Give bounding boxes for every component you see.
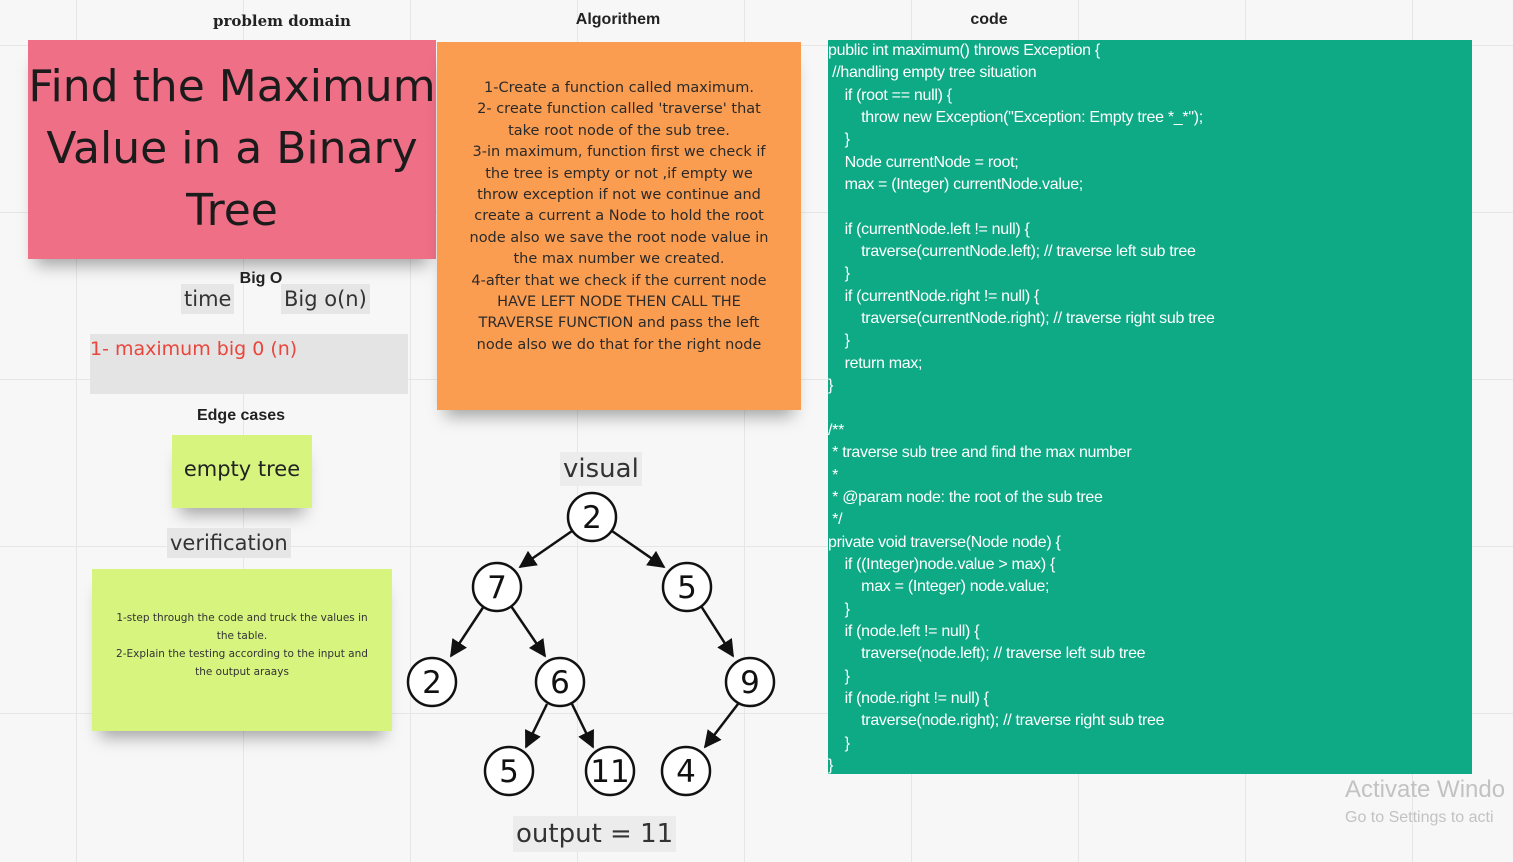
code-line: } xyxy=(828,332,850,350)
big-o-value: Big o(n) xyxy=(281,284,370,314)
code-line: */ xyxy=(828,511,843,529)
code-line: traverse(currentNode.left); // traverse … xyxy=(828,243,1196,261)
code-line: //handling empty tree situation xyxy=(828,64,1037,82)
code-line: max = (Integer) node.value; xyxy=(828,578,1050,596)
algorithm-sticky-note[interactable]: 1-Create a function called maximum. 2- c… xyxy=(437,42,801,410)
verification-text: 1-step through the code and truck the va… xyxy=(116,612,368,678)
edge-9-4 xyxy=(703,703,739,749)
code-line: } xyxy=(828,667,850,685)
tree-node[interactable]: 2 xyxy=(406,656,458,708)
tree-node-label: 9 xyxy=(740,665,760,701)
edge-2-7 xyxy=(518,529,573,569)
tree-edges xyxy=(449,529,739,749)
visual-label: visual xyxy=(560,452,642,486)
code-line: if (node.right != null) { xyxy=(828,689,989,707)
code-line: * @param node: the root of the sub tree xyxy=(828,488,1103,506)
code-line: traverse(node.left); // traverse left su… xyxy=(828,645,1146,663)
edge-7-6 xyxy=(509,605,547,658)
edge-2-5 xyxy=(611,529,666,569)
tree-node-label: 6 xyxy=(550,665,570,701)
code-line: } xyxy=(828,265,850,283)
edge-5-9 xyxy=(699,605,735,658)
code-line: * xyxy=(828,466,839,484)
edge-7-2 xyxy=(449,605,486,658)
tree-node[interactable]: 9 xyxy=(724,656,776,708)
tree-node[interactable]: 2 xyxy=(566,491,618,543)
tree-node-label: 2 xyxy=(422,665,442,701)
code-sticky-note[interactable]: public int maximum() throws Exception { … xyxy=(828,40,1472,774)
tree-node-label: 7 xyxy=(487,570,507,606)
code-line: traverse(node.right); // traverse right … xyxy=(828,712,1165,730)
big-o-item-box[interactable]: 1- maximum big 0 (n) xyxy=(90,334,408,394)
tree-nodes: 2 7 5 2 6 9 5 11 4 xyxy=(406,491,776,797)
code-line: if ((Integer)node.value > max) { xyxy=(828,555,1056,573)
tree-node-label: 2 xyxy=(582,500,602,536)
tree-node[interactable]: 11 xyxy=(584,745,636,797)
tree-node-label: 4 xyxy=(676,754,696,790)
big-o-time-label: time xyxy=(181,284,235,314)
algorithm-text: 1-Create a function called maximum. 2- c… xyxy=(469,80,769,353)
code-line: if (node.left != null) { xyxy=(828,622,980,640)
edge-case-text: empty tree xyxy=(183,457,301,481)
edge-6-11 xyxy=(570,703,595,749)
code-line: traverse(currentNode.right); // traverse… xyxy=(828,310,1215,328)
verification-label: verification xyxy=(167,528,291,558)
code-line: throw new Exception("Exception: Empty tr… xyxy=(828,109,1203,127)
tree-node[interactable]: 7 xyxy=(471,561,523,613)
big-o-label: Big O xyxy=(239,270,283,287)
code-line: Node currentNode = root; xyxy=(828,153,1019,171)
code-line: } xyxy=(828,377,834,395)
tree-node-label: 5 xyxy=(677,570,697,606)
code-line: * traverse sub tree and find the max num… xyxy=(828,444,1132,462)
title-sticky-note[interactable]: Find the Maximum Value in a Binary Tree xyxy=(28,40,436,259)
code-block: public int maximum() throws Exception { … xyxy=(828,40,1472,777)
edge-6-5 xyxy=(524,703,549,749)
code-line xyxy=(828,196,1472,218)
code-line: public int maximum() throws Exception { xyxy=(828,42,1100,59)
tree-node[interactable]: 5 xyxy=(661,561,713,613)
activate-windows-watermark: Activate Windo xyxy=(1345,776,1506,803)
tree-node[interactable]: 5 xyxy=(483,745,535,797)
tree-node[interactable]: 4 xyxy=(660,745,712,797)
code-line: private void traverse(Node node) { xyxy=(828,533,1061,551)
code-line: max = (Integer) currentNode.value; xyxy=(828,176,1084,194)
header-code: code xyxy=(970,11,1008,28)
code-line: if (currentNode.left != null) { xyxy=(828,220,1030,238)
tree-node[interactable]: 6 xyxy=(534,656,586,708)
output-label: output = 11 xyxy=(513,816,677,852)
header-algorithm: Algorithem xyxy=(575,11,661,28)
verification-sticky-note[interactable]: 1-step through the code and truck the va… xyxy=(92,569,392,731)
code-line: } xyxy=(828,757,834,774)
binary-tree-diagram: 2 7 5 2 6 9 5 11 4 xyxy=(406,491,776,797)
code-line xyxy=(828,398,1472,420)
code-line: } xyxy=(828,600,850,618)
code-line: /** xyxy=(828,421,844,439)
code-line: if (root == null) { xyxy=(828,86,953,104)
tree-node-label: 5 xyxy=(499,754,519,790)
edge-case-sticky-note[interactable]: empty tree xyxy=(172,435,312,508)
activate-windows-settings-hint: Go to Settings to acti xyxy=(1345,809,1494,826)
code-line: if (currentNode.right != null) { xyxy=(828,287,1040,305)
code-line: return max; xyxy=(828,354,923,372)
code-line: } xyxy=(828,734,850,752)
tree-node-label: 11 xyxy=(590,754,629,790)
code-line: } xyxy=(828,131,850,149)
big-o-item: 1- maximum big 0 (n) xyxy=(90,338,298,360)
edge-cases-label: Edge cases xyxy=(196,407,286,424)
header-problem-domain: problem domain xyxy=(213,12,351,30)
problem-title: Find the Maximum Value in a Binary Tree xyxy=(28,61,436,236)
